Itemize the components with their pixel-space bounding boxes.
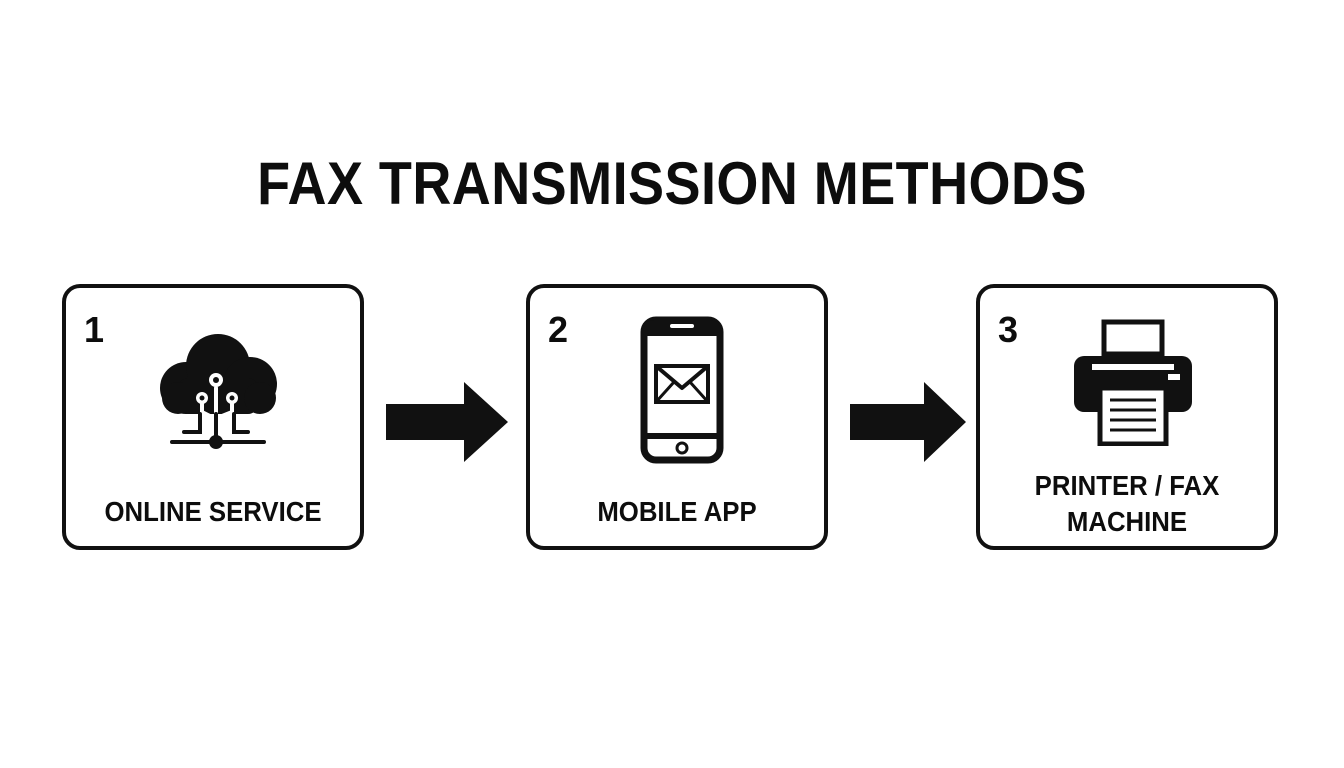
step-label: MOBILE APP: [597, 496, 757, 527]
step-label-line: PRINTER / FAX: [1034, 470, 1220, 501]
smartphone-mail-icon: [640, 316, 724, 464]
step-label: PRINTER / FAX MACHINE: [992, 468, 1262, 540]
printer-fax-icon: [1074, 319, 1192, 446]
arrow-right-icon: [386, 382, 508, 462]
cloud-network-icon: [160, 334, 277, 449]
arrow-right-icon: [850, 382, 966, 462]
step-card-mobile-app: 2 MOBILE APP: [526, 284, 828, 550]
diagram-title: FAX TRANSMISSION METHODS: [257, 150, 1087, 217]
step-card-printer-fax: 3 PRINTER / FAX MACHINE: [976, 284, 1278, 550]
step-label: ONLINE SERVICE: [104, 496, 322, 527]
step-card-online-service: 1: [62, 284, 364, 550]
step-label-line: MACHINE: [1066, 506, 1188, 537]
step-number: 1: [84, 309, 105, 350]
step-number: 2: [548, 309, 569, 350]
step-number: 3: [998, 309, 1019, 350]
